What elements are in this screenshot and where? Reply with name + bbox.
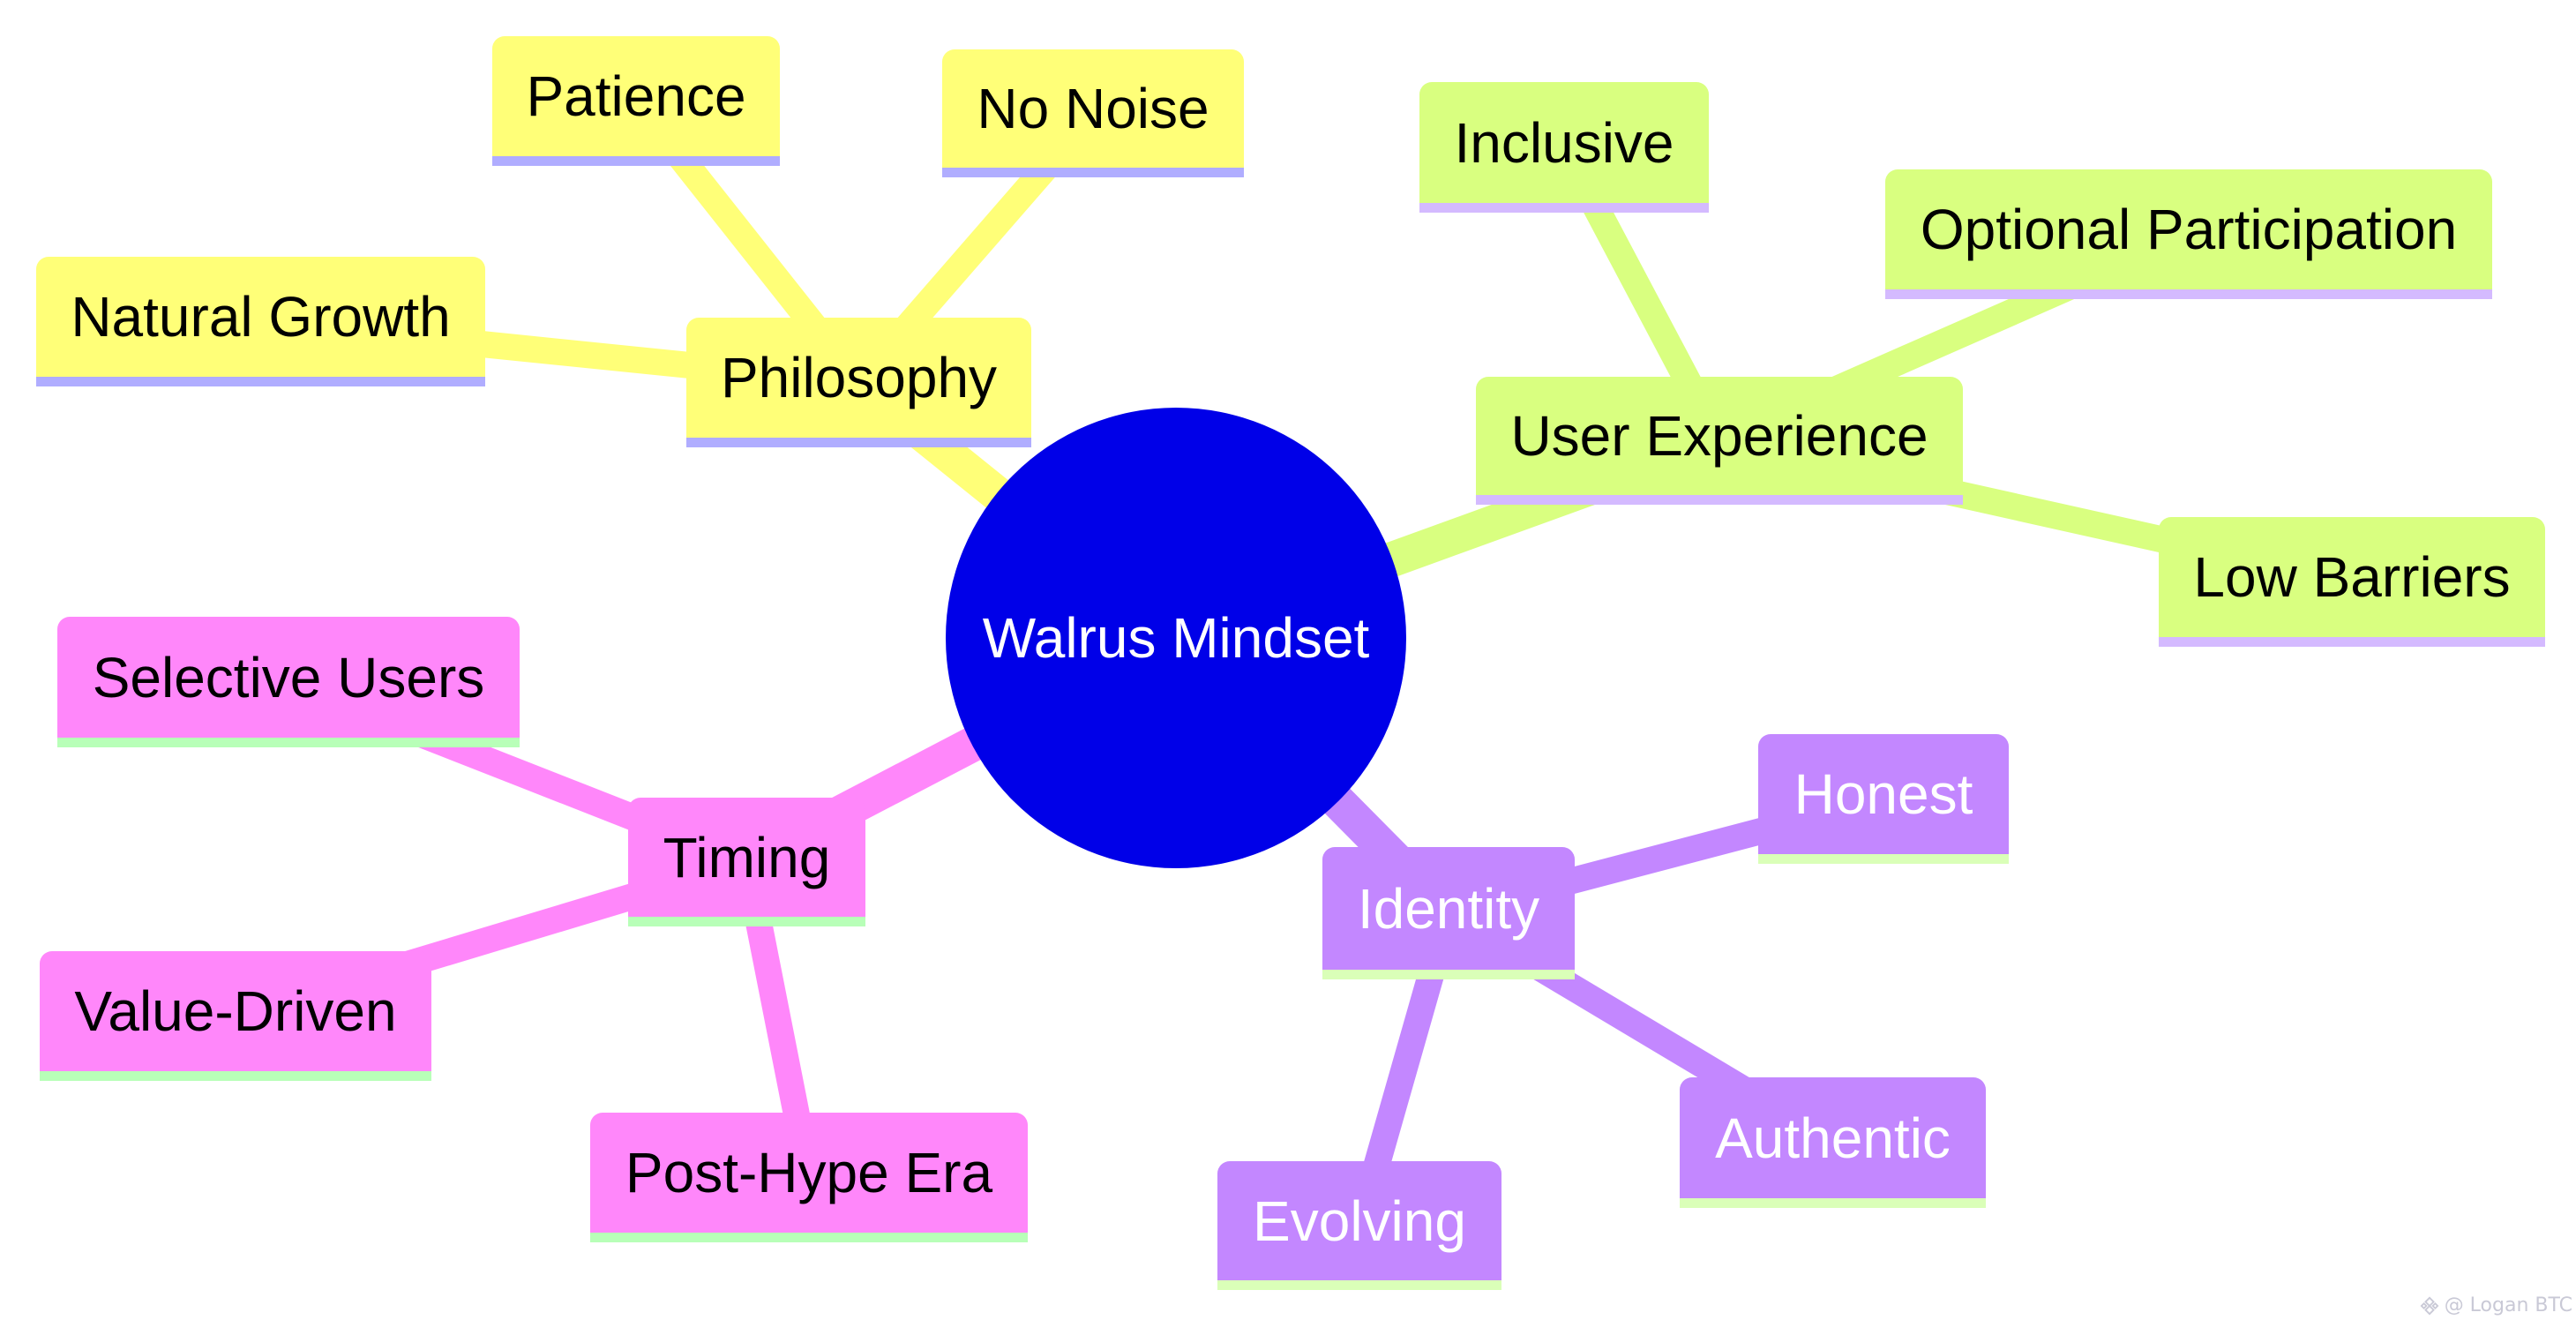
node-label: Post-Hype Era	[625, 1141, 993, 1204]
leaf-node-natural-growth[interactable]: Natural Growth	[36, 257, 485, 386]
watermark: @ Logan BTC	[2420, 1294, 2572, 1316]
leaf-node-inclusive[interactable]: Inclusive	[1419, 82, 1709, 213]
root-label: Walrus Mindset	[982, 606, 1370, 670]
node-underline	[492, 156, 780, 166]
node-label: Selective Users	[92, 645, 485, 709]
leaf-node-evolving[interactable]: Evolving	[1217, 1161, 1501, 1290]
node-label: Patience	[526, 64, 746, 128]
node-label: Natural Growth	[71, 285, 451, 349]
node-label: Timing	[663, 825, 831, 889]
node-label: Identity	[1357, 876, 1540, 941]
node-label: Philosophy	[720, 346, 998, 409]
branch-node-identity[interactable]: Identity	[1322, 847, 1575, 979]
node-underline	[1476, 495, 1963, 505]
leaf-node-no-noise[interactable]: No Noise	[942, 49, 1244, 177]
node-underline	[36, 377, 485, 386]
leaf-node-patience[interactable]: Patience	[492, 36, 780, 166]
node-label: Honest	[1793, 762, 1973, 826]
leaf-node-selective-users[interactable]: Selective Users	[57, 617, 520, 747]
leaf-node-optional-participation[interactable]: Optional Participation	[1885, 169, 2492, 299]
node-label: Low Barriers	[2193, 545, 2511, 609]
watermark-text: @ Logan BTC	[2444, 1294, 2572, 1316]
node-underline	[1885, 289, 2492, 299]
leaf-node-honest[interactable]: Honest	[1758, 734, 2009, 864]
node-underline	[40, 1071, 431, 1081]
node-underline	[1217, 1280, 1501, 1290]
node-underline	[628, 917, 865, 926]
node-label: Optional Participation	[1920, 198, 2458, 261]
node-label: Evolving	[1253, 1189, 1466, 1253]
node-label: User Experience	[1510, 404, 1928, 468]
root-node[interactable]: Walrus Mindset	[946, 408, 1406, 868]
node-underline	[1680, 1198, 1986, 1208]
node-underline	[1758, 854, 2009, 864]
node-label: Value-Driven	[74, 979, 397, 1043]
leaf-node-low-barriers[interactable]: Low Barriers	[2159, 517, 2545, 647]
node-underline	[942, 168, 1244, 177]
node-underline	[686, 438, 1031, 447]
leaf-node-authentic[interactable]: Authentic	[1680, 1077, 1986, 1208]
branch-node-user-experience[interactable]: User Experience	[1476, 377, 1963, 505]
leaf-node-value-driven[interactable]: Value-Driven	[40, 951, 431, 1081]
node-underline	[57, 738, 520, 747]
node-label: No Noise	[977, 77, 1209, 140]
node-label: Authentic	[1715, 1106, 1951, 1170]
node-underline	[1419, 203, 1709, 213]
branch-node-philosophy[interactable]: Philosophy	[686, 318, 1031, 447]
node-underline	[2159, 637, 2545, 647]
binance-logo-icon	[2420, 1296, 2439, 1315]
leaf-node-post-hype-era[interactable]: Post-Hype Era	[590, 1113, 1028, 1242]
branch-node-timing[interactable]: Timing	[628, 798, 865, 926]
node-underline	[1322, 970, 1575, 979]
node-label: Inclusive	[1454, 110, 1674, 175]
node-underline	[590, 1233, 1028, 1242]
